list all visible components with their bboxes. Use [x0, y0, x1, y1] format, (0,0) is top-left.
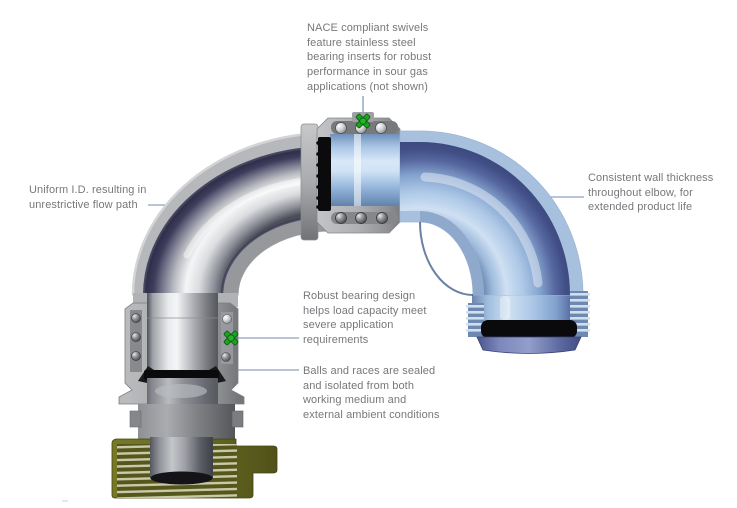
gray-elbow-cutaway	[131, 131, 331, 307]
grease-fitting-lower	[223, 330, 239, 346]
wrench-flat-left	[129, 410, 142, 428]
callout-balls-races: Balls and races are sealed and isolated …	[303, 365, 440, 422]
gray-elbow-bore	[145, 148, 330, 295]
nut-inner-pipe	[150, 437, 213, 478]
bearing-ball	[335, 212, 347, 224]
blue-elbow-tube	[400, 142, 570, 295]
blue-pipe-highlight	[354, 134, 361, 206]
gray-elbow-outer-rim	[131, 131, 331, 296]
stray-mark	[62, 500, 68, 502]
nipple-dome-highlight	[155, 384, 207, 398]
callout-uniform-id: Uniform I.D. resulting in unrestrictive …	[29, 184, 147, 211]
blue-elbow-flange	[476, 336, 582, 354]
seal-ring-lower	[144, 370, 219, 380]
bore-highlight	[183, 177, 308, 259]
wing-nut-olive	[111, 437, 278, 499]
bore-opening	[150, 471, 213, 485]
nipple-shell	[138, 404, 235, 440]
bore-outer-navy-rim	[143, 146, 331, 296]
seal-ring-upper	[318, 137, 331, 211]
callout-wall-thickness: Consistent wall thickness throughout elb…	[588, 172, 714, 214]
seal-serration	[316, 141, 320, 209]
upper-swivel-assembly	[300, 112, 403, 241]
blue-elbow-thread	[466, 291, 590, 337]
callout-nace: NACE compliant swivels feature stainless…	[307, 22, 432, 93]
blue-leg-highlight	[500, 296, 510, 320]
bearing-ball	[222, 314, 232, 324]
grease-fitting-upper	[355, 113, 371, 129]
blue-elbow-inner-band	[420, 211, 484, 295]
pipe-nipple	[129, 378, 244, 440]
callout-bearing-design: Robust bearing design helps load capacit…	[303, 290, 427, 347]
blue-leg	[472, 294, 584, 324]
blue-elbow	[399, 130, 590, 354]
bearing-ball	[131, 332, 141, 342]
blue-inner-crease	[419, 221, 474, 296]
bearing-ball	[376, 212, 388, 224]
bearing-ball	[221, 352, 231, 362]
blue-highlight	[420, 172, 543, 288]
bearing-ball	[335, 122, 347, 134]
wrench-flat-right	[231, 410, 244, 428]
male-end-collar	[300, 123, 319, 241]
lower-housing-bore	[147, 300, 218, 372]
bearing-ball	[375, 122, 387, 134]
blue-male-pipe	[330, 134, 403, 206]
bearing-ball	[131, 351, 141, 361]
bearing-ball	[355, 212, 367, 224]
blue-elbow-seal-ring	[481, 320, 577, 338]
bearing-ball	[131, 313, 141, 323]
